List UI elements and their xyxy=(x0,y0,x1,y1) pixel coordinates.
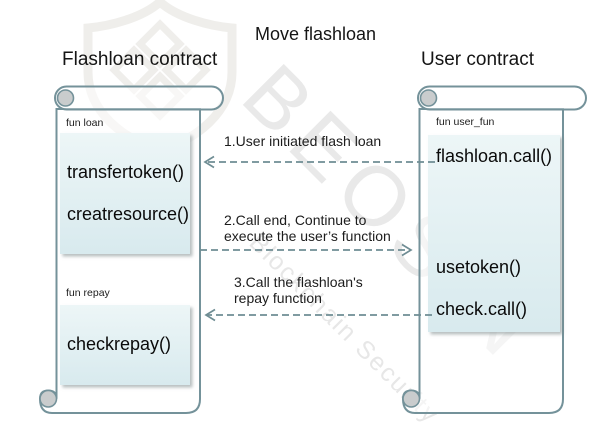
function-flashloan-call: flashloan.call() xyxy=(436,146,553,166)
loan-function-box: transfertoken() creatresource() xyxy=(60,133,190,254)
arrow-3-label-line1: 3.Call the flashloan's xyxy=(234,274,363,290)
function-creatresource: creatresource() xyxy=(67,204,190,224)
repay-function-box: checkrepay() xyxy=(60,305,190,385)
scroll-bottom-curl-icon xyxy=(402,389,421,408)
diagram-title: Move flashloan xyxy=(255,24,377,44)
arrow-2-label-line2: execute the user’s function xyxy=(224,228,391,244)
flashloan-contract-header: Flashloan contract xyxy=(62,49,218,70)
arrow-1-label: 1.User initiated flash loan xyxy=(224,133,381,149)
function-transfertoken: transfertoken() xyxy=(67,162,185,182)
scroll-top-roll xyxy=(417,85,587,111)
arrow-2-label: 2.Call end, Continue to execute the user… xyxy=(224,212,391,244)
arrow-1-label-line1: 1.User initiated flash loan xyxy=(224,133,382,149)
function-check-call: check.call() xyxy=(436,299,528,319)
arrow-3-label: 3.Call the flashloan's repay function xyxy=(234,274,363,306)
user-contract-header: User contract xyxy=(421,49,534,70)
fun-loan-label: fun loan xyxy=(66,117,104,129)
function-usetoken: usetoken() xyxy=(436,257,522,277)
fun-repay-label: fun repay xyxy=(66,287,110,299)
arrow-2-label-line1: 2.Call end, Continue to xyxy=(224,212,367,228)
scroll-top-curl-icon xyxy=(419,89,438,107)
scroll-top-curl-icon xyxy=(56,89,75,107)
user-function-box: flashloan.call() usetoken() check.call() xyxy=(428,135,560,332)
function-checkrepay: checkrepay() xyxy=(67,334,172,354)
arrow-3-label-line2: repay function xyxy=(234,290,322,306)
fun-user-fun-label: fun user_fun xyxy=(436,116,495,128)
scroll-top-roll xyxy=(54,85,224,111)
scroll-bottom-curl-icon xyxy=(39,389,58,408)
